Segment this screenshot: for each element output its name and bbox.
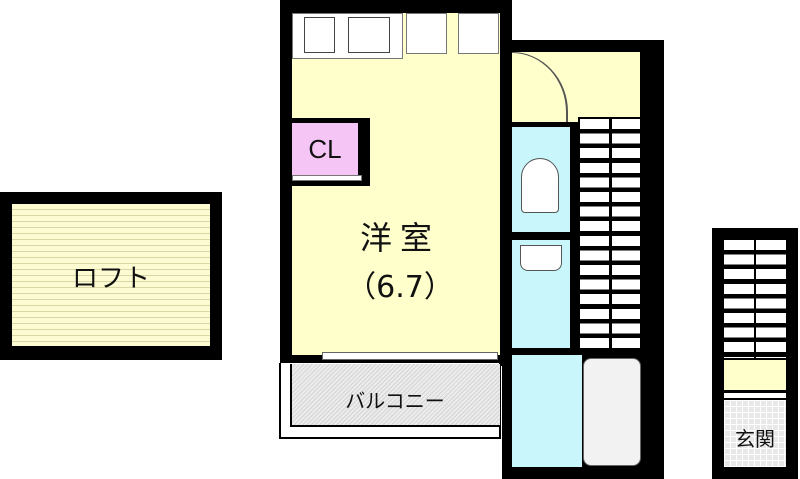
loft-room <box>0 192 222 360</box>
entrance-landing <box>724 360 786 390</box>
bathroom <box>512 355 582 467</box>
staircase-upper-divider <box>609 117 612 351</box>
sink-icon <box>348 17 390 53</box>
washbasin-icon <box>520 245 562 271</box>
washing-machine-space-icon <box>406 13 447 54</box>
western-room-size: （6.7） <box>346 270 454 305</box>
balcony-label: バルコニー <box>345 389 445 413</box>
loft-label: ロフト <box>71 264 150 294</box>
closet-door[interactable] <box>292 175 362 181</box>
western-room-label: 洋室 <box>359 219 440 257</box>
staircase-entrance-divider <box>754 240 756 358</box>
closet <box>292 123 358 175</box>
stove-icon <box>304 17 335 53</box>
closet-label: CL <box>308 134 342 164</box>
entrance-step <box>724 393 786 398</box>
balcony-window[interactable] <box>322 352 498 360</box>
entrance-label: 玄関 <box>735 427 775 451</box>
balcony <box>290 364 500 427</box>
refrigerator-space-icon <box>458 13 499 54</box>
toilet-icon <box>521 158 559 213</box>
entrance <box>724 400 786 467</box>
bathtub-icon <box>583 358 641 466</box>
